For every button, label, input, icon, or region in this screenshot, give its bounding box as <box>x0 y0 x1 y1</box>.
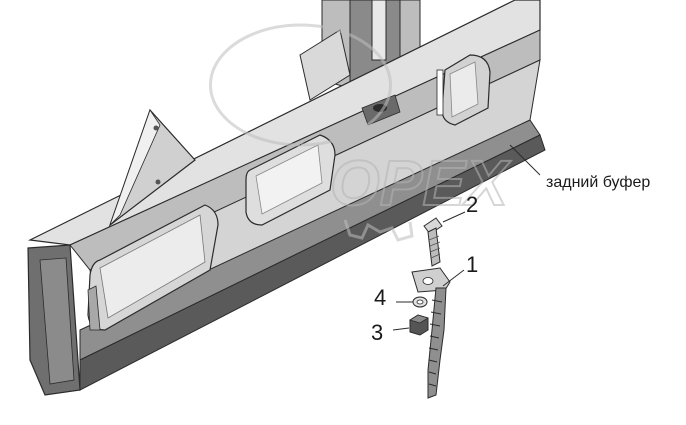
left-rear-lamp <box>87 204 219 331</box>
triangle-reflector-plate <box>108 108 196 227</box>
leader-1 <box>442 269 465 287</box>
callout-4: 4 <box>374 285 387 310</box>
leader-lines <box>392 144 541 331</box>
bracket-strip-part-1 <box>411 267 451 399</box>
washer-part-4 <box>412 296 428 308</box>
leader-2 <box>442 211 466 223</box>
nut-part-3 <box>409 314 429 336</box>
rear-bumper-caption: задний буфер <box>546 174 651 191</box>
center-rear-lamp <box>245 134 336 226</box>
leader-3 <box>392 327 410 331</box>
callout-3: 3 <box>371 320 384 345</box>
leader-caption <box>509 144 541 176</box>
callout-1: 1 <box>466 252 479 277</box>
opex-watermark: OPEX <box>209 23 512 242</box>
right-rear-lamp <box>436 54 491 126</box>
svg-text:OPEX: OPEX <box>330 147 511 219</box>
callout-2: 2 <box>466 192 479 217</box>
bolt-part-2 <box>423 217 443 267</box>
